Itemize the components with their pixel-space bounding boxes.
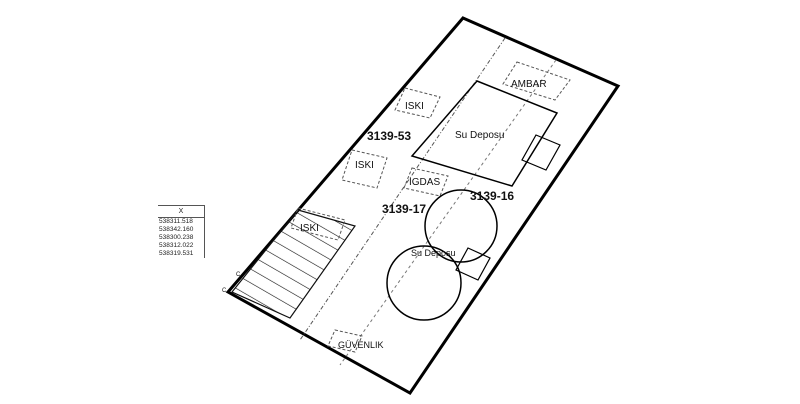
parcel-boundary — [225, 16, 621, 395]
coordinate-value: 538312.022 — [159, 242, 194, 249]
corner-label: C — [236, 272, 241, 278]
iski-label-3: ISKI — [300, 223, 319, 234]
iski-label-2: ISKI — [355, 160, 374, 171]
water-tank-2 — [386, 245, 462, 321]
su-deposu-label-1: Su Deposu — [455, 130, 504, 141]
ambar-outline — [502, 61, 571, 101]
su-deposu-label-2: Su Deposu — [411, 248, 456, 258]
iski-outline-3 — [290, 207, 346, 241]
ambar-label: AMBAR — [511, 79, 547, 90]
guvenlik-outline — [327, 329, 363, 353]
iski-outline-2 — [341, 149, 388, 189]
guvenlik-label: GÜVENLIK — [338, 340, 384, 350]
su-deposu-annex — [521, 134, 561, 171]
parcel-label-3139-16: 3139-16 — [470, 189, 514, 203]
hatched-area — [231, 209, 356, 319]
igdas-label: IGDAS — [409, 177, 440, 188]
su-deposu-building — [410, 80, 559, 187]
coordinate-value: 538311.518 — [159, 218, 193, 225]
coordinate-value: 538319.531 — [159, 250, 194, 257]
parcel-label-3139-53: 3139-53 — [367, 129, 411, 143]
iski-label-1: ISKI — [405, 101, 424, 112]
corner-label: C — [222, 288, 227, 294]
easement-line — [339, 59, 557, 366]
parcel-label-3139-17: 3139-17 — [382, 202, 426, 216]
tank-connector — [455, 247, 491, 281]
coordinate-value: 538300.238 — [159, 234, 194, 241]
coordinate-value: 538342.160 — [159, 226, 194, 233]
coordinate-table-header: X — [158, 206, 204, 218]
igdas-outline — [403, 167, 449, 197]
coordinate-table: X 538311.518 538342.160 538300.238 53831… — [158, 205, 205, 258]
